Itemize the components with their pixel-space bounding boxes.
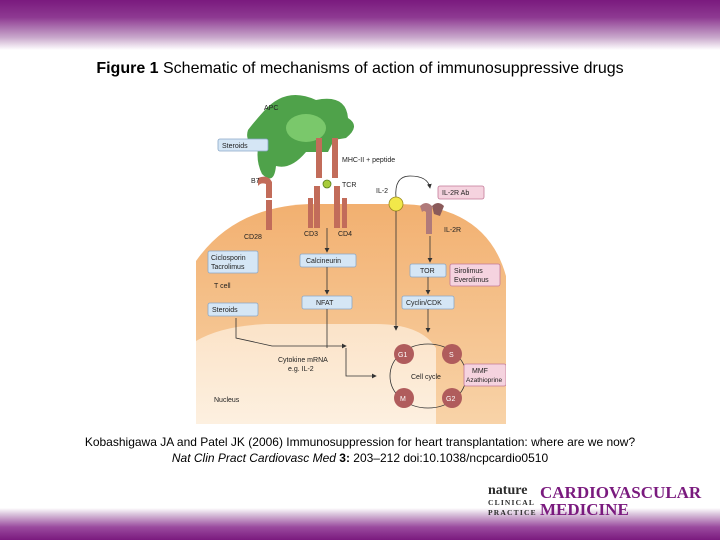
g1-label: G1 <box>398 352 407 359</box>
calcineurin-box <box>299 253 357 268</box>
cytokine-gene-line <box>345 348 377 379</box>
nature-wordmark: nature <box>488 483 528 498</box>
tor-label: TOR <box>420 268 435 275</box>
apc-label: APC <box>264 105 278 112</box>
azathioprine-label: Azathioprine <box>466 377 503 384</box>
steroids-mid-box <box>207 302 259 317</box>
cytokine-label-1: Cytokine mRNA <box>278 357 328 364</box>
ciclosporin-label: Ciclosporin <box>211 255 246 262</box>
g2-node <box>442 388 462 408</box>
b7-molecule <box>258 176 272 198</box>
caption-journal: Nat Clin Pract Cardiovasc Med 3: 203–212… <box>0 450 720 466</box>
il2r-ab-label: IL-2R Ab <box>442 190 469 197</box>
cd3-molecule <box>308 198 313 228</box>
figure-number: Figure 1 <box>96 60 159 77</box>
peptide-dot <box>322 179 332 189</box>
steroids-mid-label: Steroids <box>212 307 238 314</box>
m-node <box>394 388 414 408</box>
tcr-stalk-left <box>314 186 320 228</box>
tcr-stalk-right <box>334 186 340 228</box>
cd3-label: CD3 <box>304 231 318 238</box>
m-label: M <box>400 396 406 403</box>
journal-logo: nature CLINICAL PRACTICE CARDIOVASCULAR … <box>488 484 714 522</box>
cardio-line-2: MEDICINE <box>540 500 629 519</box>
nfat-label: NFAT <box>316 300 334 307</box>
g1-node <box>394 344 414 364</box>
t-cell-label: T cell <box>214 283 231 290</box>
il2r-label: IL-2R <box>444 227 461 234</box>
il2-arc <box>395 175 432 199</box>
cd28-label: CD28 <box>244 234 262 241</box>
mmf-box <box>463 363 506 387</box>
caption-citation: Kobashigawa JA and Patel JK (2006) Immun… <box>84 435 636 449</box>
everolimus-label: Everolimus <box>454 277 489 284</box>
practice-wordmark: PRACTICE <box>488 508 537 517</box>
figure-title-text: Schematic of mechanisms of action of imm… <box>158 60 624 77</box>
cd4-molecule <box>342 198 347 228</box>
journal-name: Nat Clin Pract Cardiovasc Med <box>171 451 336 465</box>
ciclosporin-box <box>207 250 259 274</box>
clinical-wordmark: CLINICAL <box>488 498 536 507</box>
steroids-top-box <box>217 138 269 152</box>
sirolimus-label: Sirolimus <box>454 268 483 275</box>
s-node <box>442 344 462 364</box>
b7-label: B7 <box>251 178 260 185</box>
tcr-label: TCR <box>342 182 356 189</box>
sirolimus-box <box>449 263 501 287</box>
bottom-band <box>0 508 720 540</box>
mhc-label: MHC-II + peptide <box>342 157 395 164</box>
il2r-receptor <box>420 203 432 234</box>
calcineurin-label: Calcineurin <box>306 258 341 265</box>
apc-nucleus <box>286 114 326 142</box>
top-band <box>0 0 720 50</box>
mmf-label: MMF <box>472 368 488 375</box>
g2-label: G2 <box>446 396 455 403</box>
nature-logo: nature CLINICAL PRACTICE <box>488 483 537 518</box>
cyclin-label: Cyclin/CDK <box>406 300 442 307</box>
journal-pages: 203–212 doi:10.1038/ncpcardio0510 <box>349 451 549 465</box>
steroids-line <box>235 318 347 349</box>
mhc-stalk-left <box>316 138 322 178</box>
mechanism-diagram: APC Steroids MHC-II + peptide TCR B7 CD2… <box>196 94 506 424</box>
il2-ligand <box>388 196 404 212</box>
cd4-label: CD4 <box>338 231 352 238</box>
tacrolimus-label: Tacrolimus <box>211 264 245 271</box>
nucleus-shape <box>196 324 436 424</box>
cd28-molecule <box>266 200 272 230</box>
cytokine-label-2: e.g. IL-2 <box>288 366 314 373</box>
nucleus-label: Nucleus <box>214 397 240 404</box>
figure-caption: Kobashigawa JA and Patel JK (2006) Immun… <box>0 434 720 466</box>
il2r-ab-box <box>437 185 485 200</box>
il2r-receptor-2 <box>432 203 444 216</box>
journal-volume: 3: <box>335 451 350 465</box>
steroids-top-label: Steroids <box>222 143 248 150</box>
cardio-wordmark: CARDIOVASCULAR MEDICINE <box>540 484 701 518</box>
mhc-stalk-right <box>332 138 338 178</box>
cardio-line-1: CARDIOVASCULAR <box>540 483 702 502</box>
s-label: S <box>449 352 454 359</box>
il2-label: IL-2 <box>376 188 388 195</box>
figure-title: Figure 1 Schematic of mechanisms of acti… <box>0 60 720 78</box>
cell-cycle-label: Cell cycle <box>411 374 441 381</box>
